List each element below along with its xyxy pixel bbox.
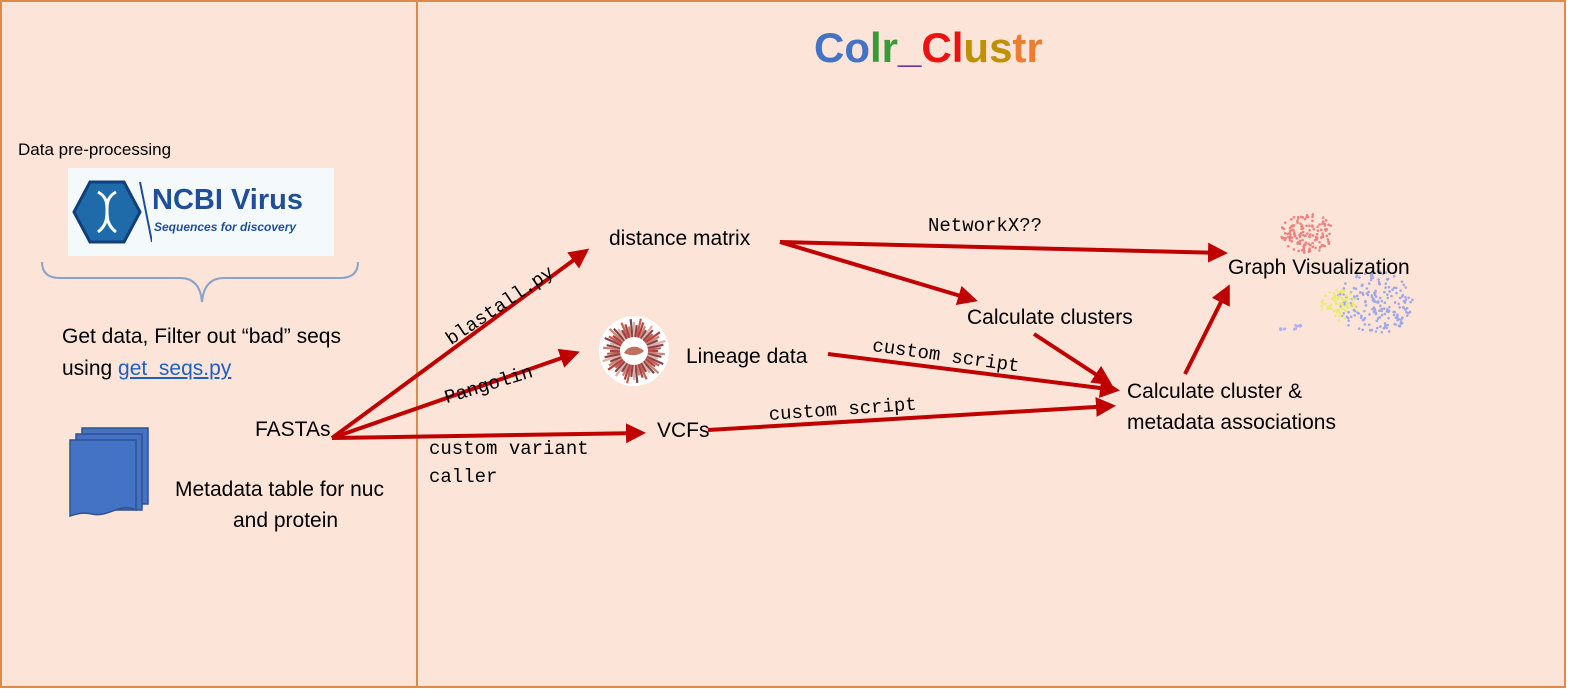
title-letter: r bbox=[1026, 24, 1043, 71]
network-graph-thumbnail bbox=[1279, 213, 1414, 334]
arrow-fastas-to-distance bbox=[330, 248, 590, 440]
associations-node-line2: metadata associations bbox=[1127, 411, 1336, 434]
custom-variant-caller-label: custom variant bbox=[429, 438, 589, 460]
title-letter: l bbox=[951, 24, 964, 71]
get-seqs-link[interactable]: get_seqs.py bbox=[118, 357, 232, 380]
vcfs-node: VCFs bbox=[657, 419, 710, 442]
ncbi-logo-tagline: Sequences for discovery bbox=[154, 220, 297, 234]
title-letter: C bbox=[921, 24, 952, 71]
metadata-table-text: Metadata table for nuc bbox=[175, 478, 384, 501]
associations-node: Calculate cluster & bbox=[1127, 380, 1303, 403]
arrow-associations-to-graph bbox=[1183, 284, 1230, 375]
get-data-text: Get data, Filter out “bad” seqs bbox=[62, 325, 341, 348]
ncbi-logo-name: NCBI Virus bbox=[152, 184, 303, 216]
arrow-clusters-to-associations bbox=[1032, 332, 1113, 386]
graph-visualization-node: Graph Visualization bbox=[1228, 256, 1410, 279]
using-prefix: using bbox=[62, 357, 119, 380]
pangolin-tree-icon bbox=[599, 316, 669, 386]
ncbi-virus-logo: NCBI Virus Sequences for discovery bbox=[68, 168, 334, 256]
ncbi-hexagon-icon bbox=[72, 180, 153, 244]
title-letter: o bbox=[844, 24, 870, 71]
arrow-lineage-to-associations bbox=[827, 352, 1120, 398]
data-preprocessing-label: Data pre-processing bbox=[18, 140, 172, 159]
lineage-data-node: Lineage data bbox=[686, 345, 808, 368]
arrow-distance-to-clusters bbox=[779, 240, 978, 305]
title-letter: C bbox=[814, 24, 845, 71]
diagram-title: Colr_Clustr bbox=[814, 24, 1043, 72]
arrow-vcfs-to-associations bbox=[707, 396, 1116, 432]
get-data-text-line2: using get_seqs.py bbox=[62, 357, 231, 381]
title-letter: s bbox=[989, 24, 1013, 71]
distance-matrix-node: distance matrix bbox=[609, 227, 751, 250]
arrow-fastas-to-lineage bbox=[331, 348, 580, 440]
documents-icon bbox=[69, 427, 149, 518]
title-letter: t bbox=[1012, 24, 1027, 71]
metadata-table-text-line2: and protein bbox=[233, 509, 339, 532]
panel-divider bbox=[416, 2, 418, 688]
custom-variant-caller-label-line2: caller bbox=[429, 466, 498, 488]
calculate-clusters-node: Calculate clusters bbox=[967, 306, 1133, 329]
arrow-distance-to-graph bbox=[779, 240, 1228, 263]
title-letter: r bbox=[881, 24, 899, 71]
title-letter: l bbox=[870, 24, 882, 71]
networkx-label: NetworkX?? bbox=[928, 215, 1043, 237]
curly-brace bbox=[41, 261, 359, 303]
fastas-node: FASTAs bbox=[255, 418, 331, 441]
title-letter: _ bbox=[898, 24, 922, 71]
title-letter: u bbox=[963, 24, 990, 71]
arrow-fastas-to-vcfs bbox=[331, 423, 646, 444]
